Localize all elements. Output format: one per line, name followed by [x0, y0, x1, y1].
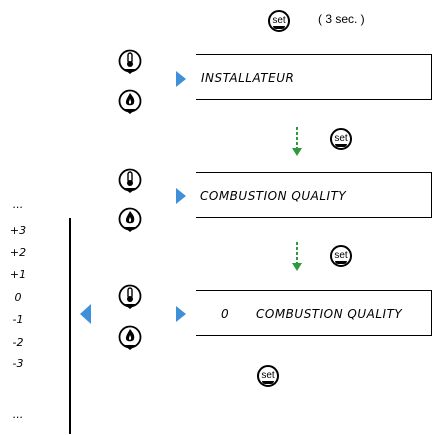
temperature-up-icon-2[interactable]: [118, 168, 142, 194]
set-button[interactable]: set: [268, 10, 290, 32]
scale-item: -1: [12, 313, 24, 326]
selection-arrow-right-3: [176, 306, 186, 322]
flame-down-icon[interactable]: [118, 89, 142, 115]
flame-down-icon-3[interactable]: [118, 325, 142, 351]
lcd-screen-3: 0 COMBUSTION QUALITY: [196, 290, 432, 336]
lcd-screen-1: INSTALLATEUR: [196, 54, 432, 100]
scale-item: ...: [12, 198, 24, 211]
scale-item: -3: [12, 357, 24, 370]
lcd-screen-2-text: COMBUSTION QUALITY: [200, 189, 347, 203]
set-button-4-label: set: [261, 369, 275, 381]
temperature-up-icon[interactable]: [118, 49, 142, 75]
scale-item: 0: [14, 291, 22, 304]
selection-arrow-left: [80, 304, 91, 324]
lcd-screen-2: COMBUSTION QUALITY: [196, 172, 432, 218]
set-button-2-label: set: [334, 132, 348, 144]
scale-item: +2: [9, 246, 27, 259]
set-button-2[interactable]: set: [330, 128, 352, 150]
set-button-3[interactable]: set: [330, 245, 352, 267]
scale-divider-line: [69, 218, 71, 434]
lcd-screen-3-value: 0: [221, 307, 230, 321]
hold-duration-label: ( 3 sec. ): [318, 12, 365, 26]
selection-arrow-right-2: [176, 188, 186, 204]
temperature-up-icon-3[interactable]: [118, 284, 142, 310]
selection-arrow-right: [176, 71, 186, 87]
scale-item: ...: [12, 408, 24, 421]
green-dotted-arrow-down-1: [292, 127, 302, 156]
green-dotted-arrow-down-2: [292, 242, 302, 271]
scale-item: +1: [9, 268, 27, 281]
set-button-4[interactable]: set: [257, 365, 279, 387]
scale-item: -2: [12, 336, 24, 349]
scale-item: +3: [9, 224, 27, 237]
set-button-3-label: set: [334, 249, 348, 261]
lcd-screen-1-text: INSTALLATEUR: [201, 71, 295, 85]
lcd-screen-3-text: COMBUSTION QUALITY: [256, 307, 403, 321]
set-button-label: set: [272, 14, 286, 26]
flame-down-icon-2[interactable]: [118, 207, 142, 233]
